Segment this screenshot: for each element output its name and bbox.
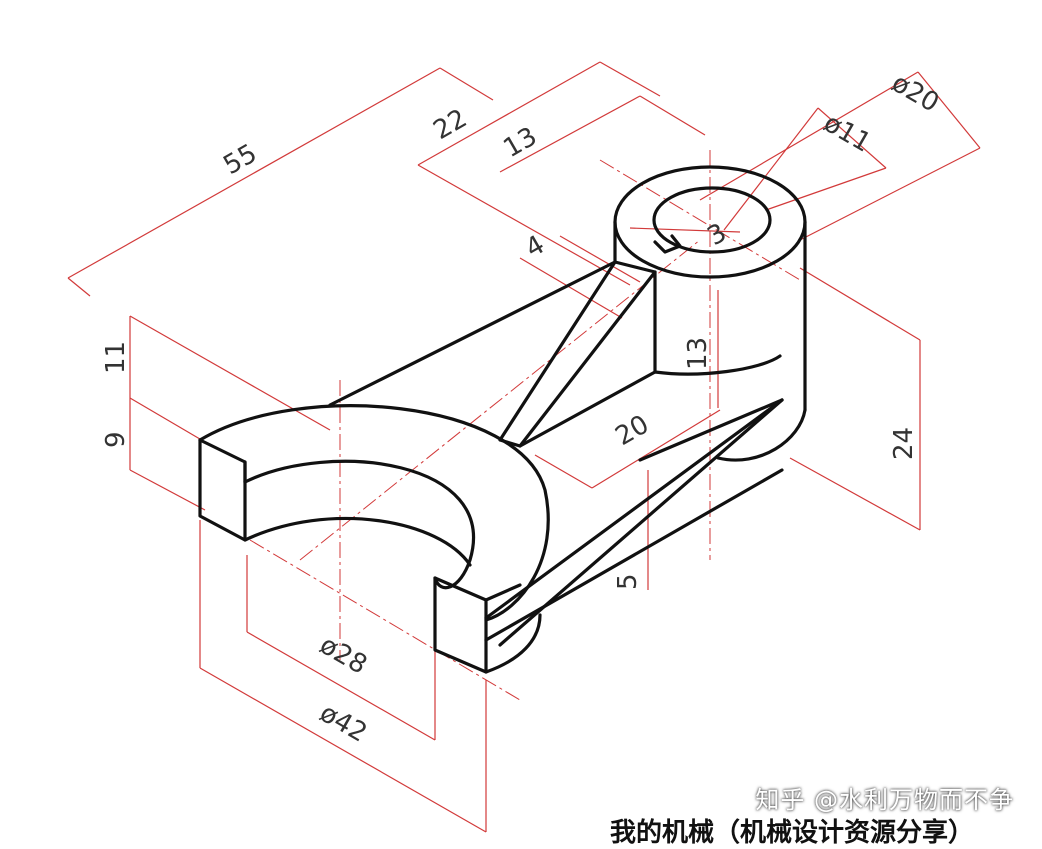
dim-13-top: 13 — [499, 122, 543, 165]
dim-dia-28: ø28 — [315, 630, 372, 680]
dim-20-rib: 20 — [611, 410, 655, 453]
watermark: 知乎 @水利万物而不争 — [755, 786, 1014, 814]
dim-5: 5 — [613, 573, 643, 590]
dim-3: 3 — [703, 218, 732, 252]
dimension-lines — [67, 61, 981, 833]
dim-dia-20: ø20 — [887, 68, 944, 118]
dim-4: 4 — [521, 230, 550, 264]
dim-9: 9 — [101, 431, 131, 448]
dim-dia-42: ø42 — [315, 698, 372, 748]
part-outline — [198, 165, 807, 674]
dimension-texts: 55 22 13 ø20 ø11 4 3 13 24 11 9 20 5 ø28… — [101, 68, 944, 748]
dim-11-left: 11 — [101, 341, 131, 374]
dim-22: 22 — [429, 104, 473, 147]
caption: 我的机械（机械设计资源分享） — [610, 818, 975, 848]
dim-55: 55 — [219, 139, 263, 182]
dim-24: 24 — [889, 427, 919, 460]
dim-13-rib: 13 — [683, 337, 713, 370]
